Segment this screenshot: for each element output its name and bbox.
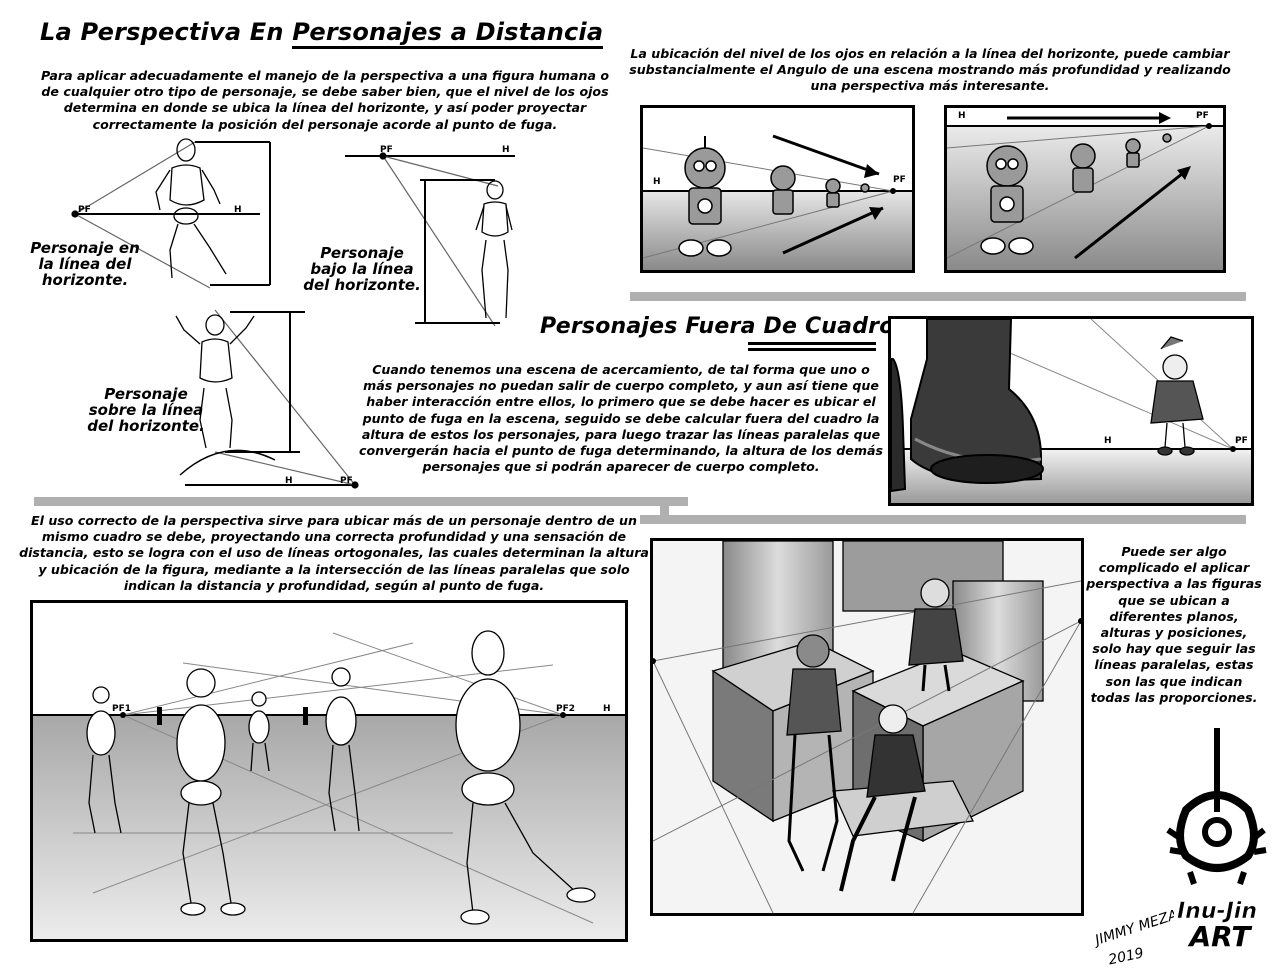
divider-bar-top <box>630 292 1246 301</box>
section2-title: Personajes Fuera De Cuadro: <box>540 314 904 339</box>
horizon-diagrams <box>71 138 515 489</box>
marker-pf-3: PF <box>340 476 353 486</box>
divider-bar-right <box>640 515 1246 524</box>
multi-figure-panel <box>30 600 628 942</box>
oof-marker-h: H <box>1104 436 1112 446</box>
svg-text:2019: 2019 <box>1107 945 1145 968</box>
divider-bar-left <box>34 497 688 506</box>
robot2-marker-pf: PF <box>1196 111 1209 121</box>
robot1-marker-pf: PF <box>893 175 906 185</box>
marker-pf-1: PF <box>78 205 91 215</box>
multi-marker-pf2: PF2 <box>556 704 576 714</box>
multi-marker-pf1: PF1 <box>112 704 132 714</box>
eye-level-paragraph: La ubicación del nivel de los ojos en re… <box>629 46 1231 94</box>
divider-bar-connector <box>660 497 669 517</box>
artist-signature: JIMMY MEZA 2019 <box>1090 907 1174 968</box>
robot-panel-high-horizon <box>944 105 1226 273</box>
inu-jin-logo: Inu-Jin ART <box>1166 728 1267 950</box>
svg-text:ART: ART <box>1187 920 1252 950</box>
label-on-horizon: Personaje en la línea del horizonte. <box>30 239 140 289</box>
intro-paragraph: Para aplicar adecuadamente el manejo de … <box>40 68 610 132</box>
marker-h-2: H <box>502 145 510 155</box>
section2-paragraph: Cuando tenemos una escena de acercamient… <box>359 362 883 475</box>
marker-h-3: H <box>285 476 293 486</box>
section3-paragraph: El uso correcto de la perspectiva sirve … <box>19 513 649 593</box>
marker-h-1: H <box>234 205 242 215</box>
robot-panel-low-horizon <box>640 105 915 273</box>
page-title-prefix: La Perspectiva En <box>40 18 293 46</box>
page-title-underlined: Personajes a Distancia <box>292 18 604 49</box>
mannequin-figure <box>155 138 227 279</box>
page-title: La Perspectiva En Personajes a Distancia <box>40 18 604 49</box>
svg-text:JIMMY MEZA: JIMMY MEZA <box>1090 907 1174 950</box>
marker-pf-2: PF <box>380 145 393 155</box>
section2-title-underline-2 <box>748 348 876 351</box>
stairs-scene-panel <box>650 538 1084 916</box>
side-paragraph: Puede ser algo complicado el aplicar per… <box>1086 544 1262 705</box>
robot1-marker-h: H <box>653 177 661 187</box>
label-above-horizon: Personaje sobre la línea del horizonte. <box>87 385 205 435</box>
oof-marker-pf: PF <box>1235 436 1248 446</box>
svg-text:Inu-Jin: Inu-Jin <box>1177 899 1257 924</box>
robot2-marker-h: H <box>958 111 966 121</box>
out-of-frame-panel <box>888 316 1254 506</box>
multi-marker-h: H <box>603 704 611 714</box>
label-below-horizon: Personaje bajo la línea del horizonte. <box>303 244 421 294</box>
section2-title-underline <box>748 342 876 345</box>
